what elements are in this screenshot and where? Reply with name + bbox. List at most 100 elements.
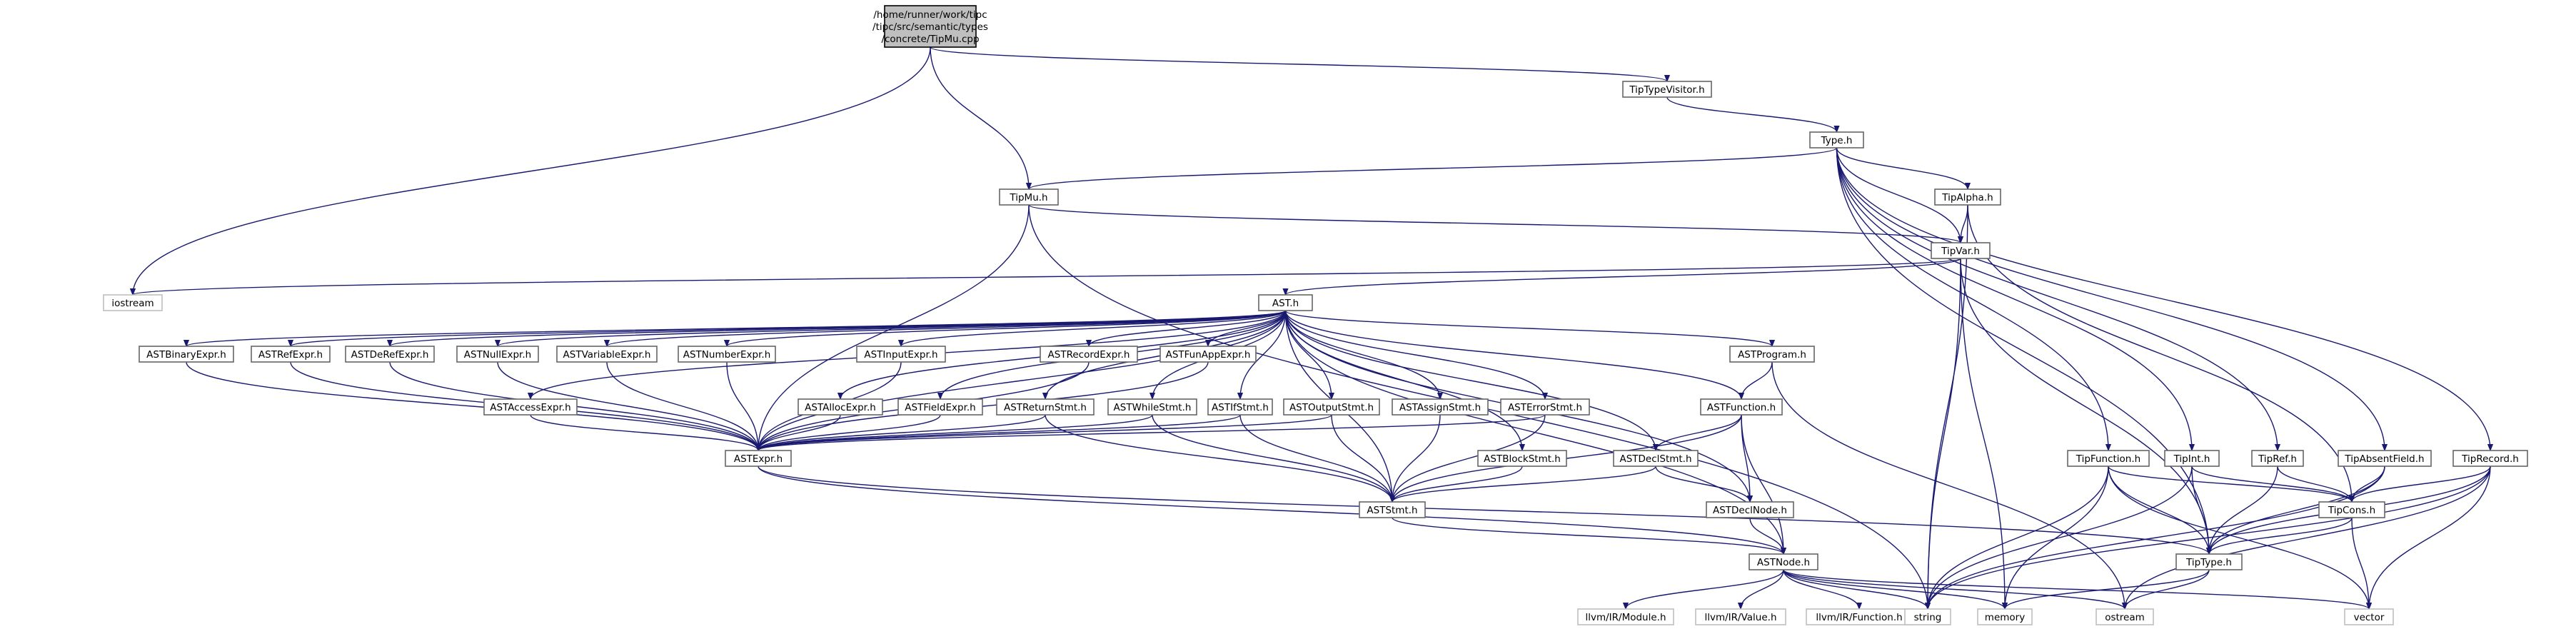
- edge-AST-to-ASTNullExpr: [498, 310, 1287, 347]
- edge-ASTOutputStmt-to-ASTStmt: [1331, 414, 1392, 502]
- node-ASTOutputStmt[interactable]: ASTOutputStmt.h: [1283, 398, 1380, 416]
- node-ASTIfStmt[interactable]: ASTIfStmt.h: [1207, 398, 1273, 416]
- node-box: [2067, 450, 2150, 467]
- node-ASTNumberExpr[interactable]: ASTNumberExpr.h: [678, 346, 776, 363]
- node-label: TipAlpha.h: [1941, 192, 1993, 203]
- node-box: [897, 398, 983, 416]
- node-TipCons[interactable]: TipCons.h: [2318, 501, 2385, 518]
- node-TipRef[interactable]: TipRef.h: [2251, 450, 2304, 467]
- node-ASTExpr[interactable]: ASTExpr.h: [725, 450, 792, 467]
- edge-TipRecord-to-ostream: [2125, 466, 2491, 609]
- node-ASTReturnStmt[interactable]: ASTReturnStmt.h: [996, 398, 1095, 416]
- node-box: [1695, 608, 1786, 625]
- node-ASTVariableExpr[interactable]: ASTVariableExpr.h: [556, 346, 658, 363]
- node-root[interactable]: /home/runner/work/tipc/tipc/src/semantic…: [872, 5, 988, 48]
- node-ASTWhileStmt[interactable]: ASTWhileStmt.h: [1107, 398, 1197, 416]
- node-TipVar[interactable]: TipVar.h: [1931, 242, 1991, 259]
- edge-ASTFieldExpr-to-ASTExpr: [758, 414, 941, 451]
- node-ASTNode[interactable]: ASTNode.h: [1749, 553, 1818, 570]
- node-box: [1934, 188, 2001, 206]
- node-ASTAccessExpr[interactable]: ASTAccessExpr.h: [483, 398, 578, 416]
- node-label: TipType.h: [2185, 557, 2232, 568]
- node-ASTBinaryExpr[interactable]: ASTBinaryExpr.h: [139, 346, 234, 363]
- node-ASTFunAppExpr[interactable]: ASTFunAppExpr.h: [1159, 346, 1257, 363]
- node-ASTDeclStmt[interactable]: ASTDeclStmt.h: [1613, 450, 1699, 467]
- node-iostream: iostream: [103, 294, 163, 311]
- node-box: [345, 346, 435, 363]
- node-box: [1159, 346, 1257, 363]
- node-label: ASTNullExpr.h: [464, 349, 531, 361]
- node-ASTStmt[interactable]: ASTStmt.h: [1359, 501, 1426, 518]
- edge-AST-to-ASTAssignStmt: [1284, 310, 1441, 399]
- edge-Type-to-TipRecord: [1836, 147, 2491, 451]
- node-box: [251, 346, 331, 363]
- node-label: ASTWhileStmt.h: [1114, 402, 1192, 413]
- node-ASTNullExpr[interactable]: ASTNullExpr.h: [456, 346, 539, 363]
- node-ASTAllocExpr[interactable]: ASTAllocExpr.h: [798, 398, 883, 416]
- node-ASTInputExpr[interactable]: ASTInputExpr.h: [856, 346, 946, 363]
- edge-ASTVariableExpr-to-ASTExpr: [606, 361, 758, 451]
- node-label: ostream: [2105, 612, 2145, 623]
- edge-TipRef-to-TipType: [2209, 466, 2278, 554]
- node-label: llvm/IR/Function.h: [1816, 612, 1902, 623]
- edge-TipVar-to-iostream: [133, 258, 1961, 296]
- edge-ASTWhileStmt-to-ASTStmt: [1152, 414, 1392, 502]
- node-box: [2251, 450, 2304, 467]
- node-ASTRefExpr[interactable]: ASTRefExpr.h: [251, 346, 331, 363]
- node-TipFunction[interactable]: TipFunction.h: [2067, 450, 2150, 467]
- node-box: [725, 450, 792, 467]
- node-TipTypeVisitor[interactable]: TipTypeVisitor.h: [1622, 81, 1712, 98]
- node-label: ASTOutputStmt.h: [1289, 402, 1374, 413]
- edge-ASTIfStmt-to-ASTStmt: [1239, 414, 1392, 502]
- node-box: [1622, 81, 1712, 98]
- node-box: [999, 188, 1059, 206]
- edge-Type-to-TipType: [1836, 147, 2210, 554]
- node-label: TipMu.h: [1009, 192, 1047, 203]
- node-label: ASTIfStmt.h: [1212, 402, 1269, 413]
- node-AST[interactable]: AST.h: [1258, 294, 1313, 311]
- edge-ASTProgram-to-ASTFunction: [1741, 361, 1773, 400]
- edge-ASTAccessExpr-to-ASTExpr: [530, 414, 758, 451]
- node-ASTDeRefExpr[interactable]: ASTDeRefExpr.h: [345, 346, 435, 363]
- node-ASTProgram[interactable]: ASTProgram.h: [1729, 346, 1815, 363]
- node-TipRecord[interactable]: TipRecord.h: [2452, 450, 2528, 467]
- node-box: [798, 398, 883, 416]
- node-ASTErrorStmt[interactable]: ASTErrorStmt.h: [1500, 398, 1590, 416]
- node-box: [1700, 398, 1783, 416]
- node-label: iostream: [111, 298, 154, 309]
- edge-ASTFunAppExpr-to-ASTExpr: [758, 361, 1209, 451]
- edge-ASTWhileStmt-to-ASTExpr: [758, 414, 1153, 451]
- node-TipMu[interactable]: TipMu.h: [999, 188, 1059, 206]
- node-label: Type.h: [1821, 135, 1853, 146]
- node-box: [139, 346, 234, 363]
- node-ASTFieldExpr[interactable]: ASTFieldExpr.h: [897, 398, 983, 416]
- node-Type[interactable]: Type.h: [1809, 131, 1864, 149]
- edge-TipAbsentField-to-TipType: [2209, 466, 2385, 554]
- node-TipType[interactable]: TipType.h: [2175, 553, 2243, 570]
- edge-TipVar-to-AST: [1286, 258, 1961, 296]
- node-box: [483, 398, 578, 416]
- node-ASTDeclNode[interactable]: ASTDeclNode.h: [1706, 501, 1794, 518]
- node-box: [1749, 553, 1818, 570]
- edge-AST-to-ASTVariableExpr: [607, 310, 1287, 347]
- node-ASTAssignStmt[interactable]: ASTAssignStmt.h: [1392, 398, 1489, 416]
- node-box: [1706, 501, 1794, 518]
- node-TipAbsentField[interactable]: TipAbsentField.h: [2338, 450, 2432, 467]
- edge-ASTReturnStmt-to-ASTExpr: [758, 414, 1046, 451]
- node-label: string: [1914, 612, 1942, 623]
- edge-ASTNumberExpr-to-ASTExpr: [726, 361, 758, 451]
- node-ASTFunction[interactable]: ASTFunction.h: [1700, 398, 1783, 416]
- edge-TipRecord-to-TipCons: [2352, 466, 2491, 503]
- edge-TipFunction-to-string: [1928, 466, 2109, 609]
- edge-AST-to-ASTRecordExpr: [1089, 310, 1287, 347]
- node-TipInt[interactable]: TipInt.h: [2164, 450, 2220, 467]
- node-ASTRecordExpr[interactable]: ASTRecordExpr.h: [1040, 346, 1138, 363]
- edge-root-to-iostream: [133, 46, 931, 295]
- edge-TipAlpha-to-TipVar: [1961, 204, 1968, 243]
- node-ASTBlockStmt[interactable]: ASTBlockStmt.h: [1477, 450, 1567, 467]
- edge-AST-to-ASTNumberExpr: [727, 310, 1287, 347]
- node-string: string: [1904, 608, 1951, 625]
- node-TipAlpha[interactable]: TipAlpha.h: [1934, 188, 2001, 206]
- node-box: [2095, 608, 2154, 625]
- node-label: ASTDeclNode.h: [1713, 505, 1787, 516]
